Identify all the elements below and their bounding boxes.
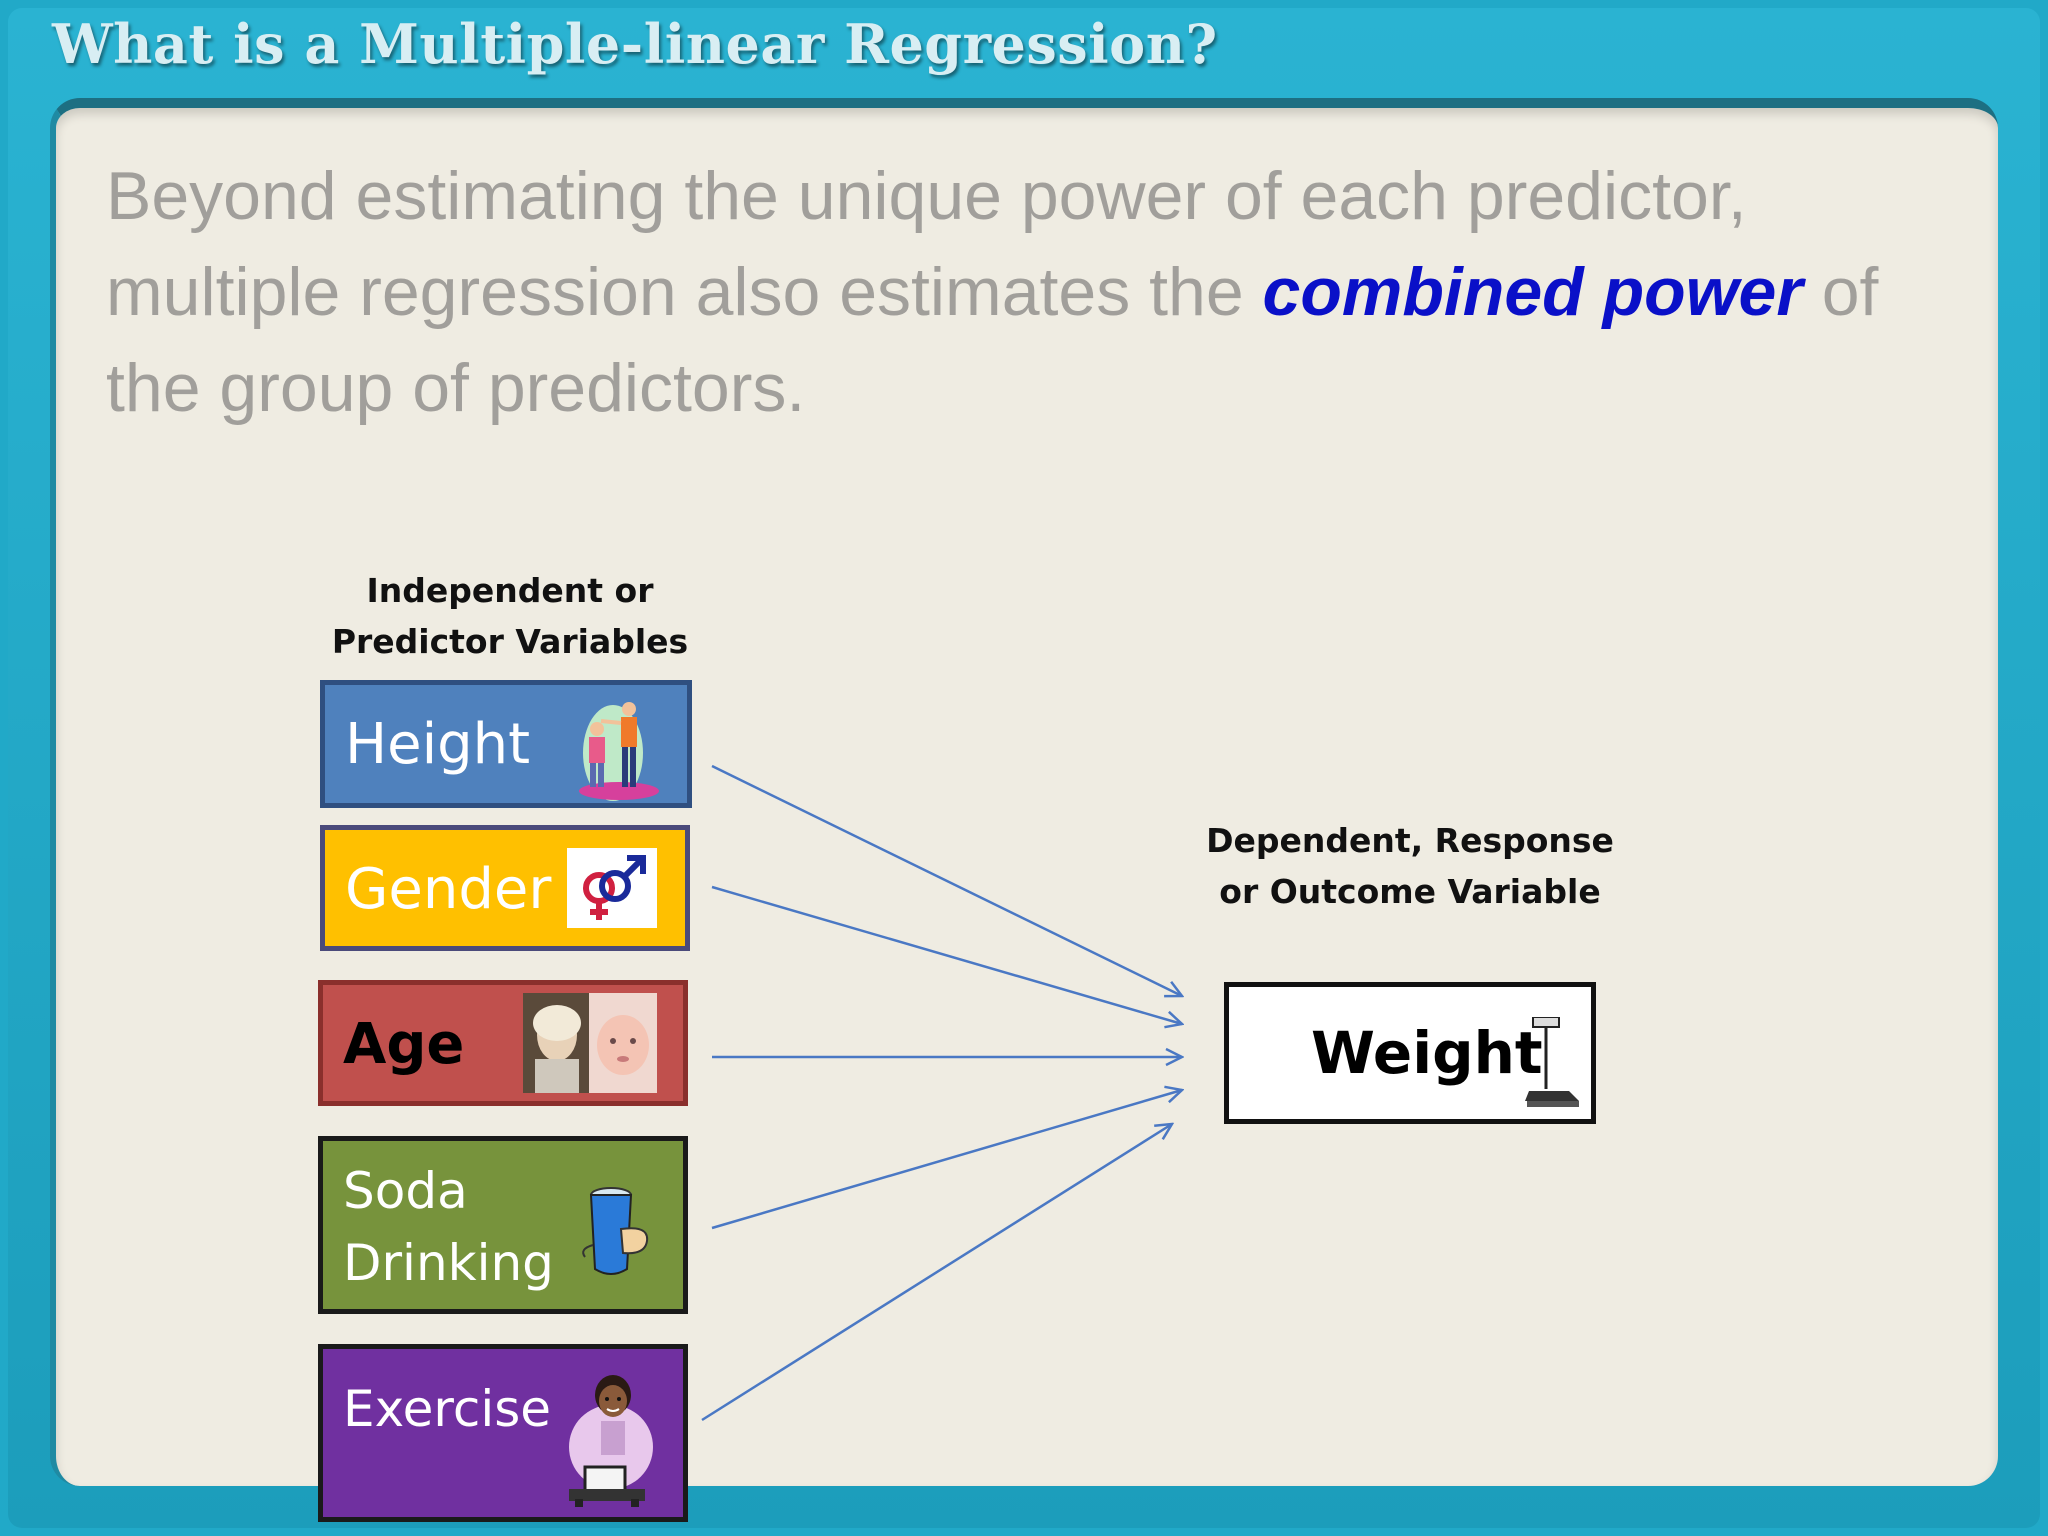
- predictor-gender: Gender: [320, 825, 690, 951]
- measuring-height-icon: [579, 702, 659, 801]
- predictor-soda-label-line2: Drinking: [343, 1234, 554, 1292]
- predictor-gender-label: Gender: [345, 857, 552, 922]
- gender-symbols-icon: [567, 848, 657, 928]
- predictors-caption-line2: Predictor Variables: [331, 622, 689, 661]
- soda-can-icon: [582, 1187, 649, 1275]
- intro-text-part1: Beyond estimating the unique power of ea…: [106, 158, 1747, 330]
- slide-title: What is a Multiple-linear Regression?: [52, 12, 1218, 76]
- predictor-soda-label-line1: Soda: [343, 1162, 468, 1220]
- predictors-caption-line1: Independent or: [366, 571, 654, 610]
- predictor-age: Age: [318, 980, 688, 1106]
- intro-text-part2: of the group of predictors.: [106, 254, 1879, 426]
- predictor-age-label: Age: [343, 1012, 465, 1077]
- outcome-weight: Weight: [1224, 982, 1596, 1124]
- arrow-height-to-weight: [711, 764, 1182, 996]
- predictor-exercise-label: Exercise: [343, 1380, 552, 1438]
- treadmill-runner-icon: [569, 1375, 653, 1507]
- predictors-caption: Independent or Predictor Variables: [330, 565, 690, 667]
- arrow-gender-to-weight: [711, 885, 1182, 1024]
- arrow-exercise-to-weight: [701, 1124, 1172, 1422]
- predictor-height: Height: [320, 680, 692, 808]
- age-photos-icon: [523, 993, 657, 1093]
- predictor-height-label: Height: [345, 712, 531, 777]
- arrow-soda-to-weight: [711, 1090, 1182, 1230]
- outcome-caption-line2: or Outcome Variable: [1219, 872, 1601, 911]
- outcome-caption-line1: Dependent, Response: [1206, 821, 1614, 860]
- predictor-exercise: Exercise: [318, 1344, 688, 1522]
- predictor-soda-drinking: Soda Drinking: [318, 1136, 688, 1314]
- scale-icon: [1525, 1017, 1579, 1107]
- outcome-weight-label: Weight: [1311, 1019, 1543, 1087]
- outcome-caption: Dependent, Response or Outcome Variable: [1200, 815, 1620, 917]
- intro-emphasis: combined power: [1262, 254, 1803, 330]
- intro-paragraph: Beyond estimating the unique power of ea…: [106, 148, 1966, 436]
